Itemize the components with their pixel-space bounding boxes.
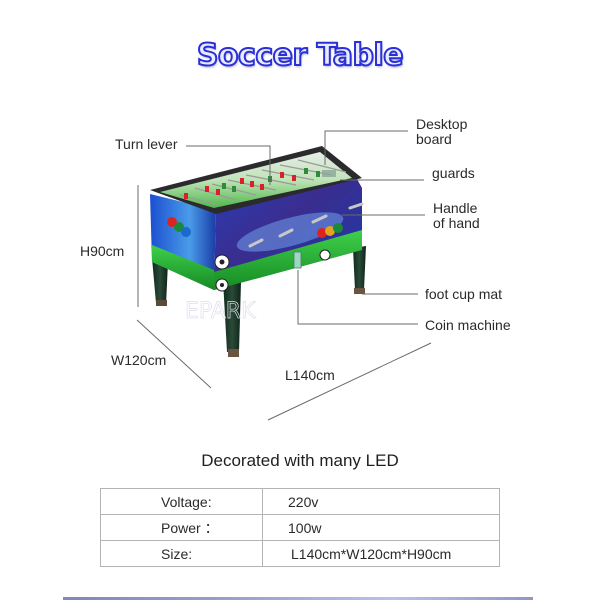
spec-label-voltage: Voltage: <box>100 488 263 515</box>
specs-table: Voltage: 220v Power ： 100w Size: L140cm*… <box>100 488 500 567</box>
spec-value-size: L140cm*W120cm*H90cm <box>262 540 500 567</box>
table-row: Size: L140cm*W120cm*H90cm <box>100 540 500 567</box>
page-title: Soccer Table <box>196 37 405 74</box>
callout-guards: guards <box>432 165 475 181</box>
callout-handle-line1: Handle <box>433 200 478 216</box>
dimension-height: H90cm <box>80 243 125 259</box>
callout-desktop-board-line2: board <box>416 131 452 147</box>
table-legs <box>152 246 366 357</box>
spec-value-voltage: 220v <box>262 488 500 515</box>
spec-label-power: Power ： <box>100 514 263 541</box>
dimension-width: W120cm <box>111 352 167 368</box>
callout-desktop-board: Desktop board <box>416 117 467 147</box>
callout-turn-lever: Turn lever <box>115 136 178 152</box>
svg-text:EPARK: EPARK <box>185 299 256 324</box>
callout-foot-cup-mat: foot cup mat <box>425 286 503 302</box>
spec-value-power: 100w <box>262 514 500 541</box>
table-row: Voltage: 220v <box>100 488 500 515</box>
callout-desktop-board-line1: Desktop <box>416 116 468 132</box>
callout-coin-machine: Coin machine <box>425 317 511 333</box>
spec-label-size: Size: <box>100 540 263 567</box>
callout-handle-line2: of hand <box>433 215 480 231</box>
feature-text: Decorated with many LED <box>201 451 399 470</box>
dimension-length: L140cm <box>285 367 335 383</box>
table-row: Power ： 100w <box>100 514 500 541</box>
bottom-divider-bar <box>63 597 533 600</box>
callout-handle-of-hand: Handle of hand <box>433 201 480 231</box>
